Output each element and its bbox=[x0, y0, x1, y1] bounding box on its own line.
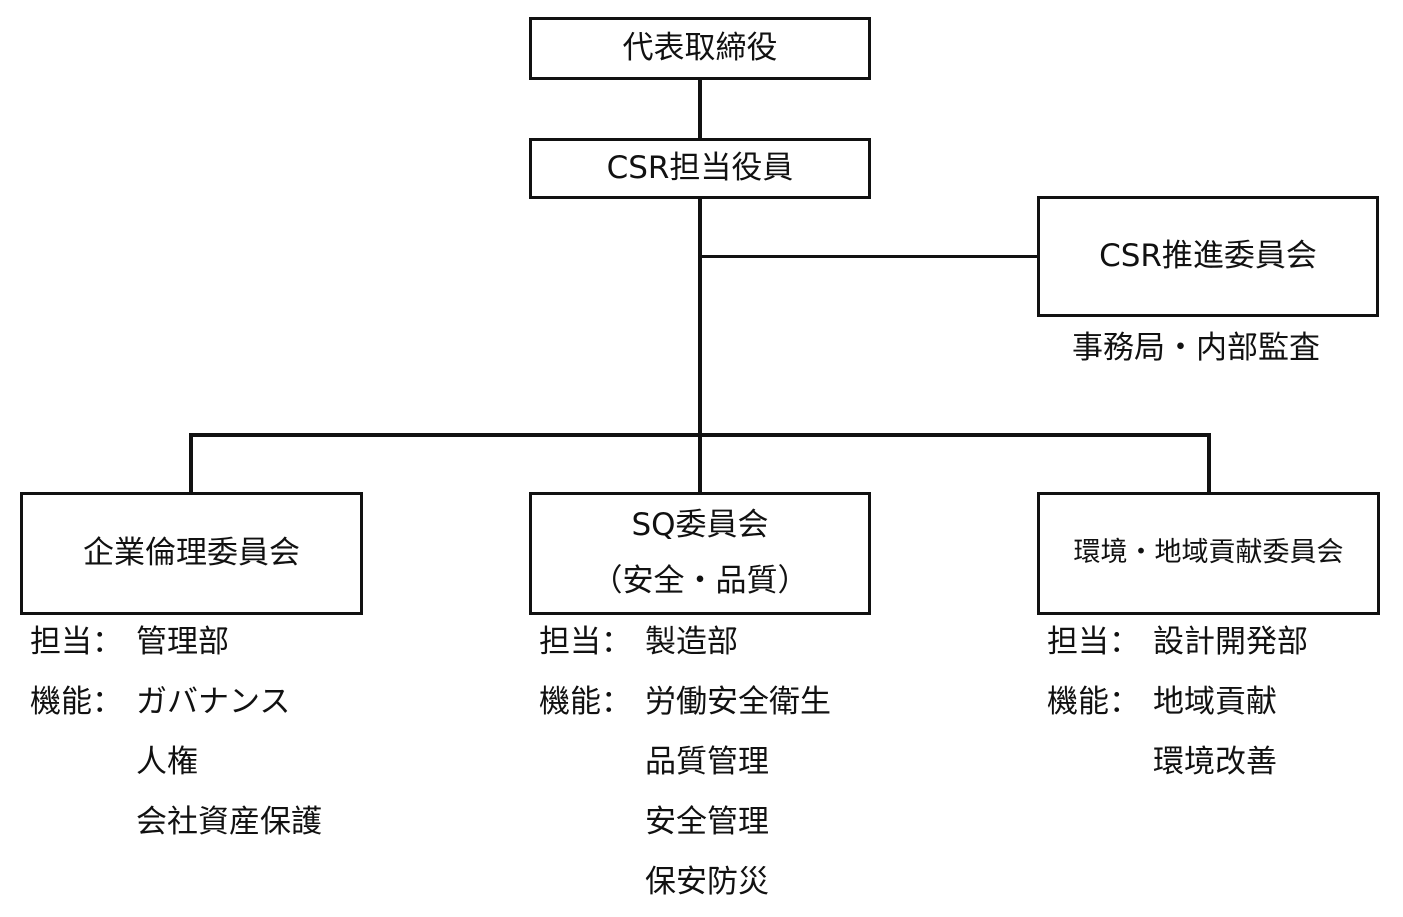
connector-trunk bbox=[698, 197, 702, 495]
ethics-function-row: 会社資産保護 bbox=[30, 792, 322, 852]
env-function-row: 機能： 地域貢献 bbox=[1047, 672, 1308, 732]
sq-function-row: 機能： 労働安全衛生 bbox=[539, 672, 831, 732]
env-function-item: 環境改善 bbox=[1153, 744, 1277, 780]
env-details: 担当： 設計開発部 機能： 地域貢献 環境改善 bbox=[1047, 612, 1308, 792]
sq-function-key: 機能： bbox=[539, 684, 632, 720]
env-function-row: 環境改善 bbox=[1047, 732, 1308, 792]
ethics-function-row: 機能： ガバナンス bbox=[30, 672, 322, 732]
ethics-owner-key: 担当： bbox=[30, 624, 123, 660]
ethics-details: 担当： 管理部 機能： ガバナンス 人権 会社資産保護 bbox=[30, 612, 322, 852]
node-sq-committee: SQ委員会 （安全・品質） bbox=[529, 492, 871, 615]
node-csr-committee-label: CSR推進委員会 bbox=[1099, 237, 1317, 274]
ethics-function-item: ガバナンス bbox=[136, 684, 291, 720]
node-csr-officer: CSR担当役員 bbox=[529, 138, 871, 199]
node-ceo: 代表取締役 bbox=[529, 17, 871, 80]
env-function-key: 機能： bbox=[1047, 684, 1140, 720]
node-ceo-label: 代表取締役 bbox=[622, 29, 778, 66]
ethics-owner-row: 担当： 管理部 bbox=[30, 612, 322, 672]
sq-owner: 製造部 bbox=[645, 624, 738, 660]
sq-function-item: 品質管理 bbox=[645, 744, 769, 780]
sq-owner-key: 担当： bbox=[539, 624, 632, 660]
node-sq-committee-sublabel: （安全・品質） bbox=[591, 562, 809, 599]
node-sq-committee-label: SQ委員会 bbox=[631, 506, 769, 543]
node-env-committee: 環境・地域貢献委員会 bbox=[1037, 492, 1380, 615]
sq-details: 担当： 製造部 機能： 労働安全衛生 品質管理 安全管理 保安防災 bbox=[539, 612, 831, 912]
node-csr-officer-label: CSR担当役員 bbox=[606, 149, 794, 186]
env-owner-key: 担当： bbox=[1047, 624, 1140, 660]
ethics-owner: 管理部 bbox=[136, 624, 229, 660]
sq-function-item: 安全管理 bbox=[645, 804, 769, 840]
connector-to-env bbox=[1207, 433, 1211, 495]
connector-horizontal-bus bbox=[189, 433, 1211, 437]
node-ethics-committee-label: 企業倫理委員会 bbox=[83, 534, 300, 571]
ethics-function-item: 会社資産保護 bbox=[136, 804, 322, 840]
env-owner: 設計開発部 bbox=[1153, 624, 1308, 660]
ethics-function-key: 機能： bbox=[30, 684, 123, 720]
csr-committee-caption: 事務局・内部監査 bbox=[1072, 330, 1320, 366]
sq-owner-row: 担当： 製造部 bbox=[539, 612, 831, 672]
connector-to-csr-committee bbox=[700, 255, 1040, 258]
connector-to-ethics bbox=[189, 433, 193, 495]
env-function-item: 地域貢献 bbox=[1153, 684, 1277, 720]
sq-function-row: 安全管理 bbox=[539, 792, 831, 852]
node-csr-committee: CSR推進委員会 bbox=[1037, 196, 1379, 317]
connector-ceo-to-csr-officer bbox=[698, 78, 702, 140]
ethics-function-item: 人権 bbox=[136, 744, 198, 780]
ethics-function-row: 人権 bbox=[30, 732, 322, 792]
sq-function-row: 品質管理 bbox=[539, 732, 831, 792]
node-env-committee-label: 環境・地域貢献委員会 bbox=[1073, 537, 1344, 569]
sq-function-item: 保安防災 bbox=[645, 864, 769, 900]
node-ethics-committee: 企業倫理委員会 bbox=[20, 492, 363, 615]
sq-function-item: 労働安全衛生 bbox=[645, 684, 831, 720]
sq-function-row: 保安防災 bbox=[539, 852, 831, 912]
env-owner-row: 担当： 設計開発部 bbox=[1047, 612, 1308, 672]
